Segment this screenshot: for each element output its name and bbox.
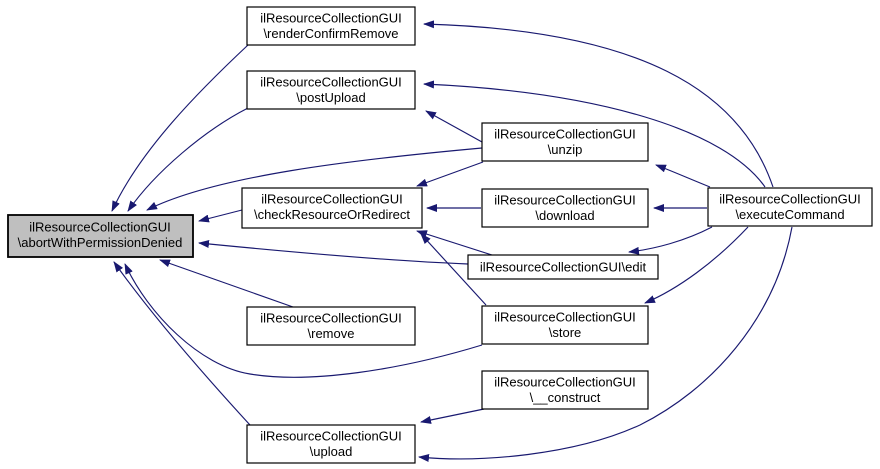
edge-edit-to-abortWithPermissionDenied bbox=[198, 240, 469, 265]
node-edit-box[interactable] bbox=[467, 254, 659, 280]
node-checkResourceOrRedirect[interactable]: ilResourceCollectionGUI \checkResourceOr… bbox=[241, 187, 423, 229]
edge-store-to-checkResourceOrRedirect bbox=[420, 233, 487, 306]
node-download[interactable]: ilResourceCollectionGUI \download bbox=[481, 188, 649, 228]
edge-edit-to-checkResourceOrRedirect bbox=[416, 230, 493, 256]
node-executeCommand-label-line1: ilResourceCollectionGUI bbox=[719, 192, 861, 207]
node-abortWithPermissionDenied-box bbox=[7, 214, 194, 258]
node-checkResourceOrRedirect-label-line1: ilResourceCollectionGUI bbox=[261, 192, 403, 207]
edge-executeCommand-to-unzip bbox=[655, 164, 711, 188]
node-postUpload[interactable]: ilResourceCollectionGUI \postUpload bbox=[246, 70, 416, 110]
node-abortWithPermissionDenied-label-line2: \abortWithPermissionDenied bbox=[18, 235, 183, 250]
node-executeCommand[interactable]: ilResourceCollectionGUI \executeCommand bbox=[707, 187, 873, 227]
node-renderConfirmRemove-label-line1: ilResourceCollectionGUI bbox=[260, 11, 402, 26]
node-postUpload-box[interactable] bbox=[246, 70, 416, 110]
node-construct-box[interactable] bbox=[481, 370, 649, 410]
node-abortWithPermissionDenied: ilResourceCollectionGUI \abortWithPermis… bbox=[7, 214, 194, 258]
node-remove-label-line1: ilResourceCollectionGUI bbox=[260, 311, 402, 326]
edge-checkResourceOrRedirect-to-abortWithPermissionDenied bbox=[198, 209, 243, 223]
edge-remove-to-abortWithPermissionDenied bbox=[159, 259, 294, 308]
node-abortWithPermissionDenied-label-line1: ilResourceCollectionGUI bbox=[29, 220, 171, 235]
node-unzip-box[interactable] bbox=[481, 122, 649, 162]
edge-executeCommand-to-store bbox=[644, 226, 749, 304]
node-executeCommand-label-line2: \executeCommand bbox=[735, 207, 844, 222]
node-store-box[interactable] bbox=[481, 305, 649, 345]
edge-executeCommand-to-edit bbox=[628, 226, 713, 255]
node-remove[interactable]: ilResourceCollectionGUI \remove bbox=[246, 306, 416, 346]
node-unzip[interactable]: ilResourceCollectionGUI \unzip bbox=[481, 122, 649, 162]
edge-upload-to-abortWithPermissionDenied bbox=[113, 261, 251, 426]
edge-unzip-to-abortWithPermissionDenied bbox=[146, 147, 483, 211]
node-remove-box[interactable] bbox=[246, 306, 416, 346]
node-postUpload-label-line1: ilResourceCollectionGUI bbox=[260, 75, 402, 90]
node-store-label-line1: ilResourceCollectionGUI bbox=[494, 310, 636, 325]
node-download-label-line2: \download bbox=[535, 208, 594, 223]
node-upload-box[interactable] bbox=[246, 424, 416, 464]
edge-postUpload-to-abortWithPermissionDenied bbox=[127, 107, 249, 212]
node-upload[interactable]: ilResourceCollectionGUI \upload bbox=[246, 424, 416, 464]
node-construct[interactable]: ilResourceCollectionGUI \__construct bbox=[481, 370, 649, 410]
node-renderConfirmRemove[interactable]: ilResourceCollectionGUI \renderConfirmRe… bbox=[246, 6, 416, 46]
node-unzip-label-line1: ilResourceCollectionGUI bbox=[494, 127, 636, 142]
node-store[interactable]: ilResourceCollectionGUI \store bbox=[481, 305, 649, 345]
node-upload-label-line2: \upload bbox=[310, 444, 353, 459]
node-renderConfirmRemove-box[interactable] bbox=[246, 6, 416, 46]
edge-construct-to-upload bbox=[420, 408, 485, 424]
node-checkResourceOrRedirect-label-line2: \checkResourceOrRedirect bbox=[254, 207, 410, 222]
node-renderConfirmRemove-label-line2: \renderConfirmRemove bbox=[263, 26, 398, 41]
node-unzip-label-line2: \unzip bbox=[548, 142, 583, 157]
edge-renderConfirmRemove-to-abortWithPermissionDenied bbox=[111, 44, 249, 212]
edge-executeCommand-to-upload bbox=[418, 226, 793, 462]
node-remove-label-line2: \remove bbox=[308, 326, 355, 341]
edge-executeCommand-to-renderConfirmRemove bbox=[423, 20, 774, 188]
edge-executeCommand-to-postUpload bbox=[423, 80, 766, 188]
edge-unzip-to-checkResourceOrRedirect bbox=[416, 161, 484, 187]
node-checkResourceOrRedirect-box[interactable] bbox=[241, 187, 423, 229]
node-postUpload-label-line2: \postUpload bbox=[296, 90, 365, 105]
edge-store-to-abortWithPermissionDenied bbox=[124, 263, 483, 378]
node-executeCommand-box[interactable] bbox=[707, 187, 873, 227]
edge-unzip-to-postUpload bbox=[425, 110, 483, 143]
node-store-label-line2: \store bbox=[549, 325, 582, 340]
node-construct-label-line2: \__construct bbox=[530, 390, 601, 405]
node-edit[interactable]: ilResourceCollectionGUI\edit bbox=[467, 254, 659, 280]
node-upload-label-line1: ilResourceCollectionGUI bbox=[260, 429, 402, 444]
node-download-label-line1: ilResourceCollectionGUI bbox=[494, 193, 636, 208]
node-construct-label-line1: ilResourceCollectionGUI bbox=[494, 375, 636, 390]
node-download-box[interactable] bbox=[481, 188, 649, 228]
node-edit-label-line1: ilResourceCollectionGUI\edit bbox=[480, 260, 647, 275]
